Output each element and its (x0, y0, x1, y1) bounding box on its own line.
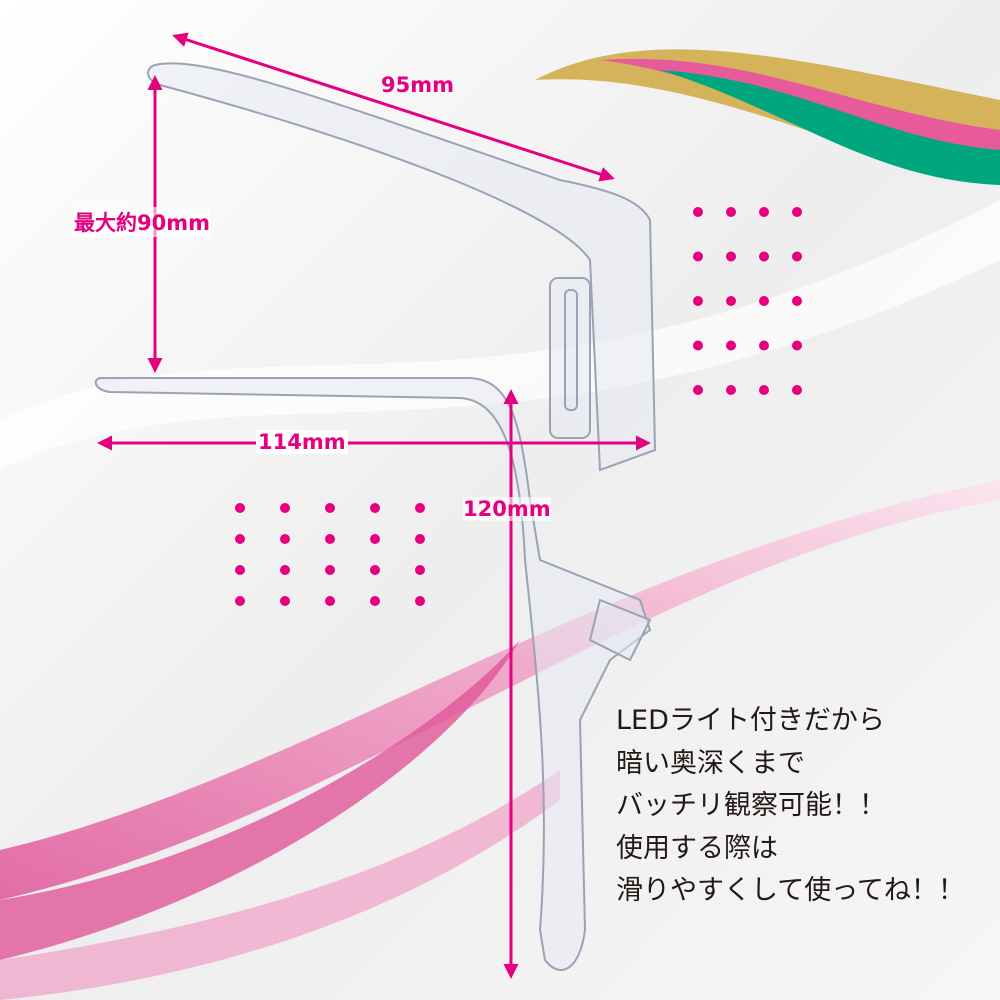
dot (280, 565, 290, 575)
dot (280, 596, 290, 606)
feature-description: LEDライト付きだから 暗い奥深くまで バッチリ観察可能！！ 使用する際は 滑り… (616, 700, 965, 913)
description-line: 滑りやすくして使ってね！！ (616, 875, 965, 906)
description-line: 使用する際は (616, 832, 778, 864)
dot (693, 385, 703, 395)
label-95mm: 95mm (381, 73, 454, 97)
dot (726, 207, 736, 217)
dot (693, 340, 703, 351)
dot (280, 534, 290, 544)
description-line: バッチリ観察可能！！ (616, 790, 886, 821)
dot (726, 251, 736, 262)
dot (693, 251, 703, 262)
dot (726, 296, 736, 306)
bottom-left-swoosh (0, 480, 1000, 1000)
white-swoosh (0, 200, 1000, 470)
dot (415, 503, 425, 513)
dot (415, 596, 425, 606)
dot (792, 251, 802, 262)
dot (759, 340, 769, 351)
label-114mm: 114mm (256, 430, 348, 454)
dot (325, 565, 335, 575)
dot (693, 207, 703, 217)
dot (792, 296, 802, 306)
dot (726, 340, 736, 351)
dot (235, 534, 245, 544)
arrow-95mm (172, 32, 615, 182)
dot (370, 534, 380, 544)
dot (415, 565, 425, 575)
label-120mm: 120mm (463, 497, 551, 521)
top-right-swoosh (535, 49, 1000, 185)
dot (235, 565, 245, 575)
dot (325, 503, 335, 513)
dot (759, 385, 769, 395)
dot (325, 596, 335, 606)
dot (235, 596, 245, 606)
dot (759, 207, 769, 217)
dot (759, 251, 769, 262)
dot (280, 503, 290, 513)
dot (235, 503, 245, 513)
dot (415, 534, 425, 544)
label-max-90mm: 最大約90mm (74, 207, 210, 237)
dot (792, 207, 802, 217)
dot-grid-left (235, 503, 425, 606)
dot (792, 340, 802, 351)
description-line: LEDライト付きだから (616, 705, 885, 736)
dot (726, 385, 736, 395)
dot-grid-top-right (693, 207, 802, 395)
dot (370, 596, 380, 606)
dot (759, 296, 769, 306)
dot (370, 565, 380, 575)
dot (792, 385, 802, 395)
dot (325, 534, 335, 544)
description-line: 暗い奥深くまで (616, 747, 805, 779)
dot (370, 503, 380, 513)
dot (693, 296, 703, 306)
